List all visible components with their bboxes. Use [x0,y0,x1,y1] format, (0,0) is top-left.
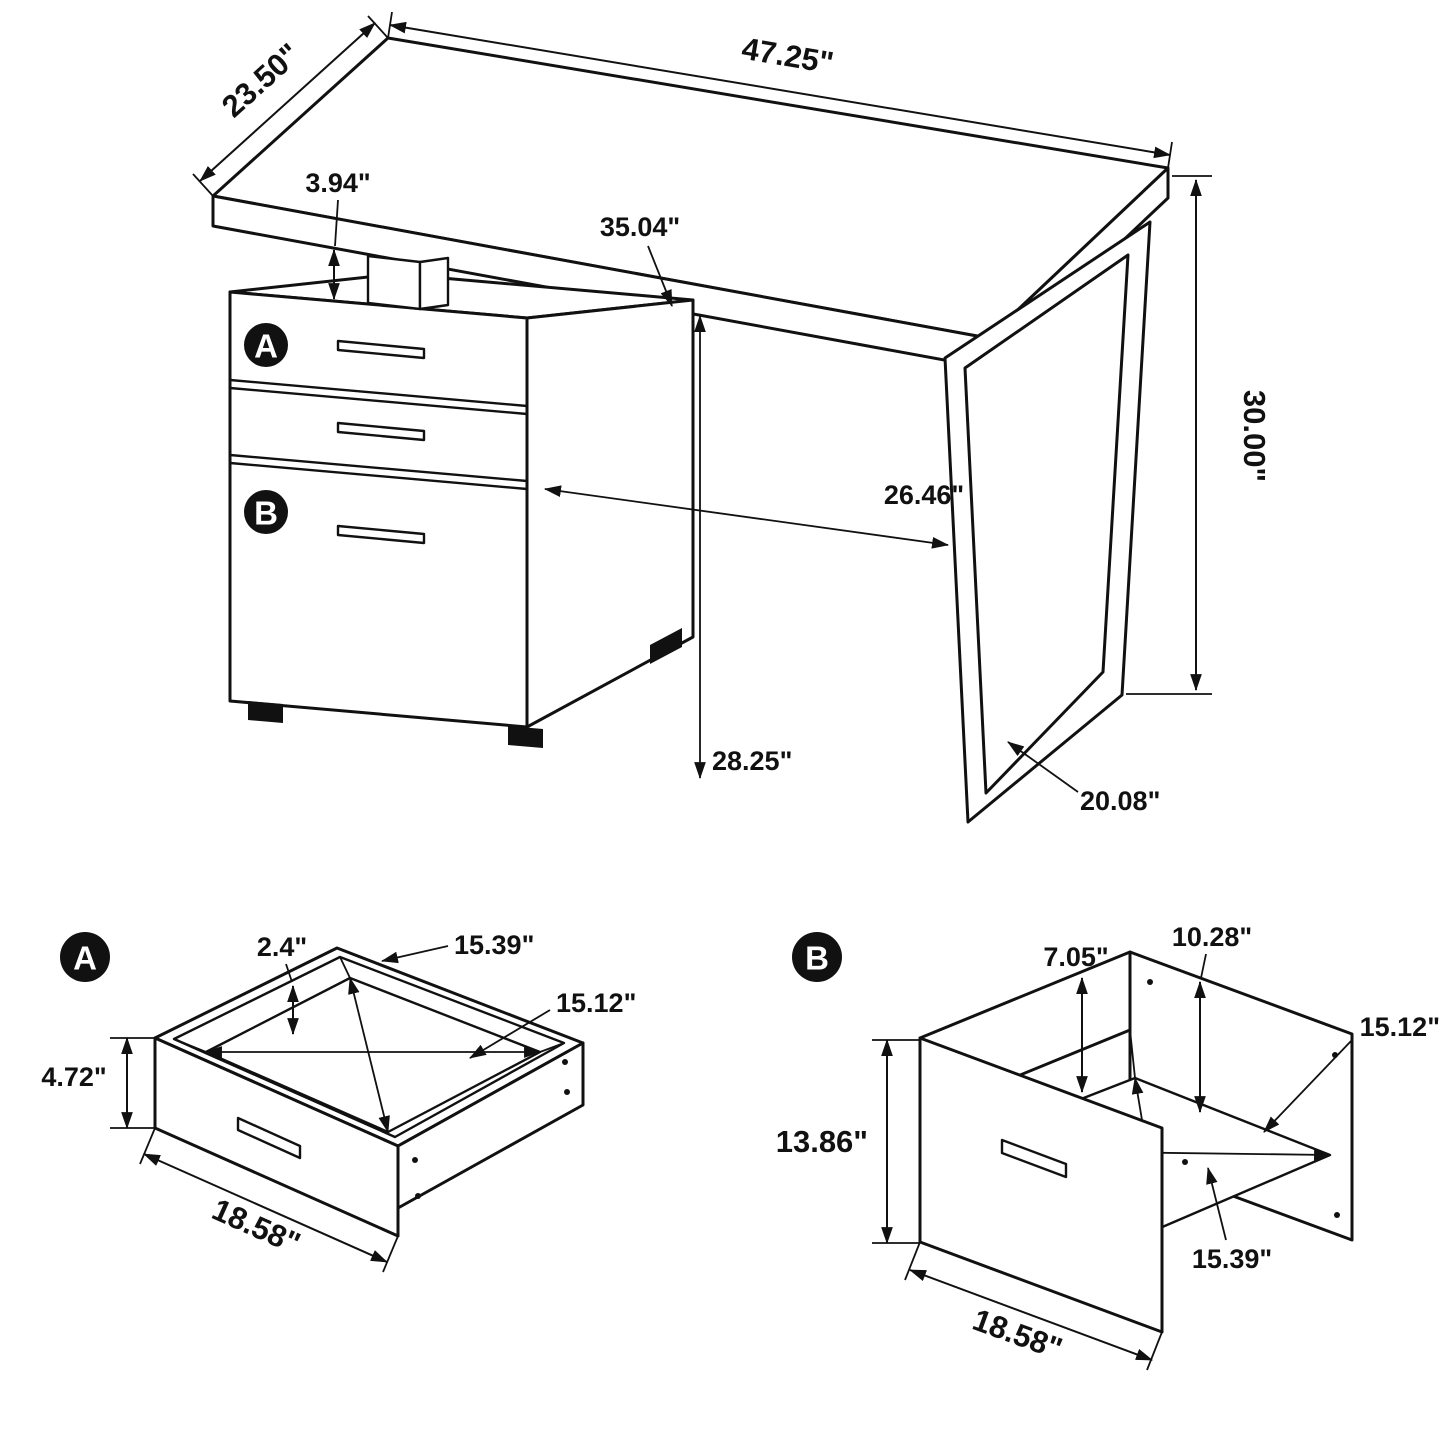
dim-side-height-label: 7.05" [1043,942,1108,972]
extension-line [1146,1331,1163,1371]
interior-corner-line [339,956,351,979]
screw-dot [1334,1212,1340,1218]
badge-circle [244,490,288,534]
badge-circle [792,932,842,982]
dim-line-top-length [388,21,1172,159]
badge-circle [244,323,288,367]
cabinet-foot [248,701,283,723]
dim-line-outer-width [909,1269,1153,1361]
cabinet-front-face [228,290,529,729]
drawer-a-box [153,946,585,1238]
dim-lip-label: 2.4" [257,932,307,962]
extension-line [904,1241,921,1281]
extension-line [382,1235,399,1273]
badge-letter-b: B [254,495,278,532]
drawer-divider-line [228,453,529,483]
dim-inner-depth-label: 15.12" [556,988,636,1018]
drawer-b-detail-view: B 13.86" 7.05" 10.28" [776,922,1440,1371]
dim-inner-depth-label: 15.12" [1360,1012,1440,1042]
dim-top-length-label: 47.25" [739,31,836,81]
leader-line [469,1009,551,1059]
drawer-handle [336,421,426,442]
drawer-b-box [918,950,1354,1334]
drawer-b-badge: B [244,490,288,534]
drawer-b-handle [1000,1138,1068,1179]
cabinet-pedestal-front [366,254,422,311]
drawer-handle [336,524,426,545]
cabinet-foot [508,726,543,748]
dim-leg-depth-label: 20.08" [1080,786,1160,816]
interior-corner-line [539,1042,565,1053]
dim-height-label: 30.00" [1237,390,1272,482]
dim-line-outer-width [143,1153,388,1263]
desk-assembly-view: A B 23.50" 47.25" 3.94" 35.04" [192,11,1272,824]
screw-dot [564,1089,570,1095]
drawer-a-detail-view: A 4.72" 2.4" [41,930,636,1273]
leader-line [1206,1166,1227,1241]
interior-diagonal-depth [348,976,390,1134]
dim-knee-space-label: 35.04" [600,212,680,242]
screw-dot [562,1059,568,1065]
extension-line [192,173,214,197]
leader-line [380,945,449,964]
leader-line [1263,1039,1353,1133]
leader-line [334,199,339,247]
dim-gap-label: 3.94" [305,168,370,198]
leader-line [1200,953,1207,979]
leader-line [285,963,293,983]
leg-inner-frame [963,253,1130,795]
drawer-a-side-panel [396,1041,585,1210]
cabinet-side-face [525,298,695,729]
desk-leg [943,220,1152,824]
dim-inner-width-label: 15.39" [1192,1244,1272,1274]
cabinet-pedestal-side [418,256,450,311]
drawer-b-dimensions: 13.86" 7.05" 10.28" 15.12" 15.39" 18.58" [776,922,1440,1371]
dim-under-clearance-label: 28.25" [712,746,792,776]
badge-circle [60,932,110,982]
dim-line-inner-clearance [543,485,950,549]
badge-letter-a: A [73,940,97,977]
interior-corner-line [1129,1029,1136,1079]
drawer-divider-line [228,461,529,491]
dim-front-height-label: 4.72" [41,1062,106,1092]
drawer-divider-line [228,386,529,416]
screw-dot [415,1193,421,1199]
extension-line [139,1127,156,1165]
dim-top-depth-label: 23.50" [215,36,307,124]
screw-dot [1147,979,1153,985]
dim-line-top-depth [199,22,376,182]
leader-line [647,245,673,307]
leader-line [1007,741,1079,793]
drawer-a-badge: A [244,323,288,367]
badge-letter-b: B [805,940,829,977]
drawer-a-badge-detail: A [60,932,110,982]
drawer-b-badge-detail: B [792,932,842,982]
dim-outer-width-label: 18.58" [968,1302,1067,1366]
dim-back-height-label: 10.28" [1172,922,1252,952]
dim-front-height-label: 13.86" [776,1124,868,1159]
extension-line [367,15,389,39]
dim-outer-width-label: 18.58" [207,1192,306,1262]
drawer-cabinet [228,254,695,748]
dim-inner-clearance-label: 26.46" [884,480,964,510]
cabinet-foot [650,628,682,664]
badge-letter-a: A [254,328,278,365]
drawer-handle [336,339,426,360]
screw-dot [412,1157,418,1163]
dim-inner-width-label: 15.39" [454,930,534,960]
drawer-divider-line [228,378,529,408]
interior-corner-line [173,1038,207,1053]
screw-dot [1182,1159,1188,1165]
